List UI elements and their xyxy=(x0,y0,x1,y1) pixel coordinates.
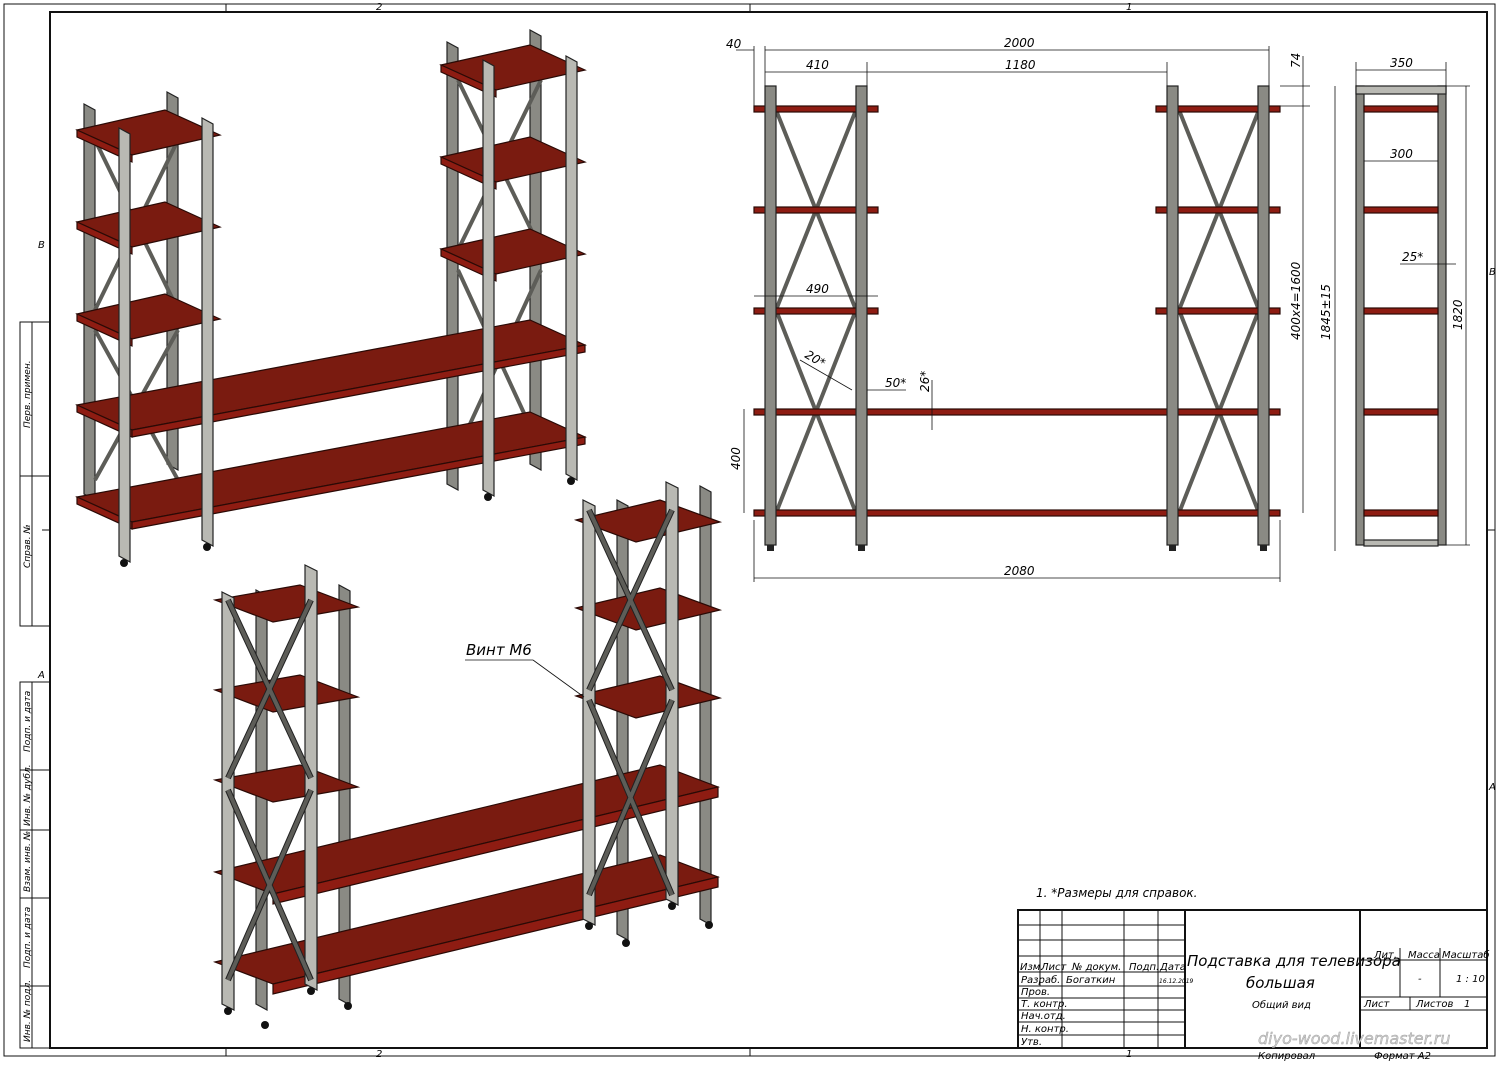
side-post xyxy=(1355,85,1365,546)
tb-col-podp: Подп. xyxy=(1129,962,1159,973)
zone-label-top-2: 2 xyxy=(376,2,382,13)
tb-row-razrab: Разраб. xyxy=(1021,974,1060,986)
dim-20: 20* xyxy=(803,347,828,370)
dim-50: 50* xyxy=(885,376,906,390)
stamp-vzam-inv: Взам. инв. № xyxy=(23,831,33,892)
tb-hdr-lit: Лит. xyxy=(1373,950,1397,961)
isometric-view-bottom: Винт М6 xyxy=(212,481,723,1029)
tb-row-utv: Утв. xyxy=(1021,1037,1042,1048)
tb-sheet-label: Лист xyxy=(1363,999,1391,1010)
tb-massa-value: - xyxy=(1418,974,1422,985)
dim-490: 490 xyxy=(806,282,829,296)
tb-hdr-masshtab: Масштаб xyxy=(1442,949,1490,961)
zone-label-top-1: 1 xyxy=(1126,2,1132,13)
tb-scale-value: 1 : 10 xyxy=(1456,974,1485,985)
dim-2080: 2080 xyxy=(1004,564,1035,578)
dim-1600: 400x4=1600 xyxy=(1289,261,1303,340)
side-stamp-column: Перв. примен. Справ. № Подп. и дата Инв.… xyxy=(19,321,51,1049)
dim-1820: 1820 xyxy=(1451,299,1465,330)
tb-row-tkontr: Т. контр. xyxy=(1021,999,1068,1010)
front-view: 40 2000 410 1180 74 400x4=1600 1845±15 4… xyxy=(726,36,1336,582)
tb-row-prov: Пров. xyxy=(1021,987,1050,998)
tb-hdr-massa: Масса xyxy=(1408,950,1440,961)
stamp-perv-primen: Перв. примен. xyxy=(23,360,33,428)
dim-410: 410 xyxy=(806,58,829,72)
side-view: 350 300 25* 1820 xyxy=(1355,56,1470,547)
title-block: Изм. Лист № докум. Подп. Дата Разраб. Бо… xyxy=(1017,909,1490,1062)
tb-sheets-value: 1 xyxy=(1464,999,1470,1010)
brace xyxy=(226,599,313,981)
stamp-inv-dubl: Инв. № дубл. xyxy=(23,764,33,826)
front-shelf-1 xyxy=(753,105,879,113)
tb-title-line2: большая xyxy=(1246,974,1315,992)
side-post xyxy=(1437,85,1447,546)
stamp-podp-data-1: Подп. и дата xyxy=(23,691,33,752)
shelves-bottom-left-tower xyxy=(212,584,361,803)
tb-copied-label: Копировал xyxy=(1258,1051,1316,1061)
dim-300: 300 xyxy=(1390,147,1413,161)
dim-40: 40 xyxy=(726,37,742,51)
shelves-right-tower xyxy=(439,44,587,282)
tb-col-docnum: № докум. xyxy=(1071,962,1121,973)
stamp-inv-podl: Инв. № подл. xyxy=(23,980,33,1042)
dim-25: 25* xyxy=(1402,250,1423,264)
tb-title-line1: Подставка для телевизора xyxy=(1187,952,1401,970)
tb-view-name: Общий вид xyxy=(1252,999,1311,1011)
tb-razrab-name: Богаткин xyxy=(1066,975,1116,986)
shelves-left-tower xyxy=(75,109,222,347)
callout-vint-m6: Винт М6 xyxy=(466,641,532,659)
zone-label-right-A: A xyxy=(1488,782,1496,793)
dim-1180: 1180 xyxy=(1005,58,1036,72)
zone-label-bottom-2: 2 xyxy=(376,1049,382,1060)
tb-row-nkontr: Н. контр. xyxy=(1021,1024,1069,1035)
zone-label-left-A: A xyxy=(37,670,45,681)
stamp-sprav-num: Справ. № xyxy=(23,524,33,568)
tb-sheets-label: Листов xyxy=(1415,999,1453,1010)
dim-350: 350 xyxy=(1390,56,1413,70)
dim-2000: 2000 xyxy=(1004,36,1035,50)
tb-row-nachotd: Нач.отд. xyxy=(1021,1011,1066,1022)
zone-label-bottom-1: 1 xyxy=(1126,1049,1132,1060)
brace xyxy=(587,509,674,896)
dim-400: 400 xyxy=(729,447,743,470)
front-shelf-long-upper xyxy=(753,408,1281,416)
stamp-podp-data-2: Подп. и дата xyxy=(23,907,33,968)
front-post xyxy=(1166,85,1179,546)
front-post xyxy=(855,85,868,546)
tb-razrab-date: 16.12.2019 xyxy=(1159,978,1194,985)
tb-format-label: Формат А2 xyxy=(1374,1051,1431,1061)
tb-col-list: Лист xyxy=(1040,962,1068,973)
dim-1845: 1845±15 xyxy=(1319,284,1333,340)
tb-watermark: diyo-wood.livemaster.ru xyxy=(1258,1029,1451,1048)
front-post xyxy=(764,85,777,546)
front-post xyxy=(1257,85,1270,546)
sheet-frame: 2 1 2 1 B A B A xyxy=(3,2,1496,1060)
front-shelf-long-lower xyxy=(753,509,1281,517)
shelves-bottom-right-tower xyxy=(573,499,723,719)
zone-label-right-B: B xyxy=(1489,267,1496,278)
tb-col-izm: Изм. xyxy=(1020,962,1044,973)
note-1: 1. *Размеры для справок. xyxy=(1036,886,1197,900)
zone-label-left-B: B xyxy=(38,240,45,251)
front-shelf-2 xyxy=(753,206,879,214)
dim-74: 74 xyxy=(1289,53,1303,68)
dim-26: 26* xyxy=(918,371,932,392)
isometric-view-top xyxy=(75,28,587,567)
front-shelf-3 xyxy=(753,307,879,315)
tb-col-date: Дата xyxy=(1159,962,1186,973)
